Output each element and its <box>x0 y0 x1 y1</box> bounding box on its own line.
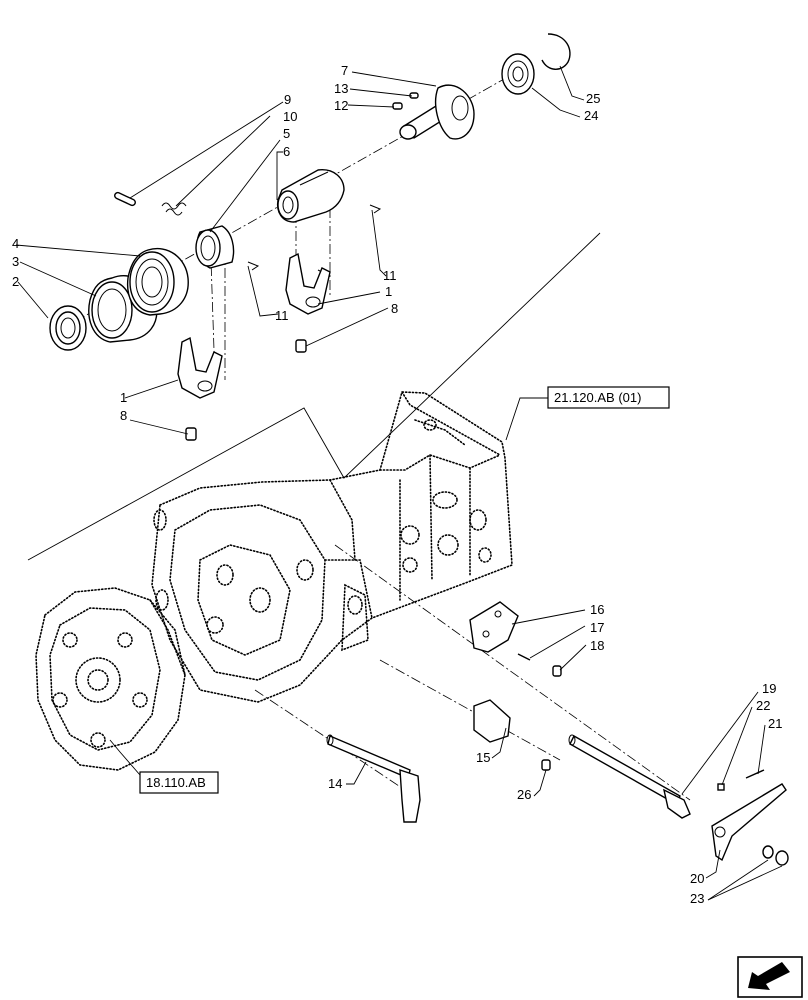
part-pin-17 <box>517 653 531 661</box>
part-shaft-19 <box>568 734 691 819</box>
clutch-assembly <box>35 587 186 771</box>
ref-box-clutch[interactable]: 18.110.AB <box>139 771 219 794</box>
part-pin-9 <box>114 191 136 207</box>
label-2: 2 <box>12 274 19 289</box>
part-seal-2 <box>49 305 87 351</box>
part-shaft-7 <box>399 84 475 140</box>
leader-lines <box>15 65 783 901</box>
label-23: 23 <box>690 891 704 906</box>
part-spring-10 <box>161 202 187 216</box>
label-21: 21 <box>768 716 782 731</box>
label-3: 3 <box>12 254 19 269</box>
label-1-upper: 1 <box>385 284 392 299</box>
part-bracket-15 <box>473 699 511 743</box>
label-7: 7 <box>341 63 348 78</box>
part-sleeve-5 <box>195 225 235 269</box>
part-lever-20 <box>711 783 787 862</box>
part-washers-23 <box>762 845 789 866</box>
transmission-housing <box>151 391 513 703</box>
part-sleeve-6 <box>276 169 345 223</box>
part-bearing-24 <box>501 53 535 95</box>
label-13: 13 <box>334 81 348 96</box>
part-bolt-26 <box>541 759 551 771</box>
back-arrow-icon[interactable] <box>737 956 803 998</box>
label-14: 14 <box>328 776 342 791</box>
label-4: 4 <box>12 236 19 251</box>
label-19: 19 <box>762 681 776 696</box>
section-separator-line <box>27 232 601 561</box>
label-8-upper: 8 <box>391 301 398 316</box>
part-bolts-8 <box>185 339 307 441</box>
assembly-axes <box>59 69 691 801</box>
part-shaft-14 <box>326 734 421 823</box>
label-26: 26 <box>517 787 531 802</box>
label-5: 5 <box>283 126 290 141</box>
part-bolt-21 <box>745 769 765 779</box>
label-6: 6 <box>283 144 290 159</box>
label-25: 25 <box>586 91 600 106</box>
part-fork-1-upper <box>285 252 331 315</box>
ref-box-transmission[interactable]: 21.120.AB (01) <box>547 386 670 409</box>
ref-clutch-text: 18.110.AB <box>146 775 206 790</box>
part-number-labels: 9 10 5 6 7 13 12 4 3 2 1 8 11 11 1 8 25 … <box>12 63 782 906</box>
part-bracket-16 <box>469 601 519 653</box>
label-20: 20 <box>690 871 704 886</box>
label-11-left: 11 <box>275 308 289 323</box>
label-17: 17 <box>590 620 604 635</box>
label-11-right: 11 <box>383 268 397 283</box>
label-9: 9 <box>284 92 291 107</box>
label-22: 22 <box>756 698 770 713</box>
label-8-lower: 8 <box>120 408 127 423</box>
label-12: 12 <box>334 98 348 113</box>
part-snap-ring-25 <box>541 33 571 70</box>
label-10: 10 <box>283 109 297 124</box>
part-fork-1-lower <box>177 336 223 399</box>
label-24: 24 <box>584 108 598 123</box>
ref-transmission-text: 21.120.AB (01) <box>554 390 641 405</box>
part-bolt-18 <box>552 665 562 677</box>
label-18: 18 <box>590 638 604 653</box>
part-bearing-4 <box>126 247 189 316</box>
label-1-lower: 1 <box>120 390 127 405</box>
part-nut-22 <box>717 783 725 791</box>
label-15: 15 <box>476 750 490 765</box>
label-16: 16 <box>590 602 604 617</box>
